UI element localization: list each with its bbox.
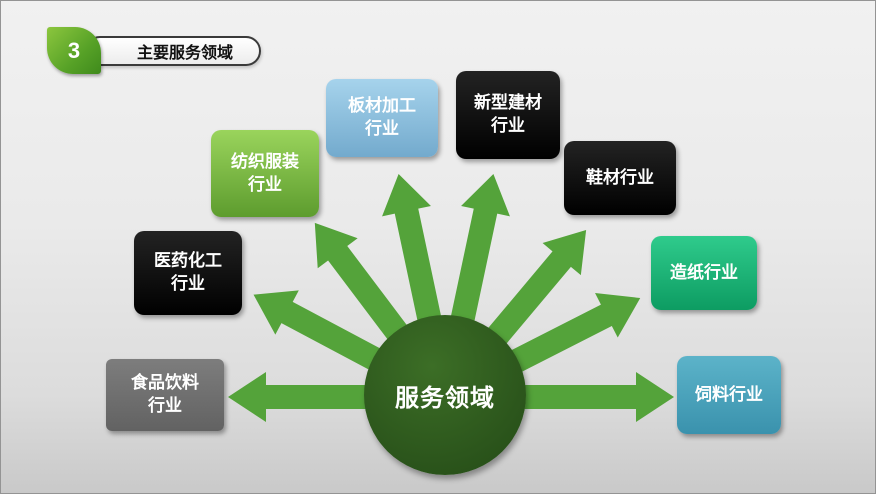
arrow-to-shoe-materials-icon xyxy=(486,230,587,345)
arrow-to-new-building-materials-icon xyxy=(450,173,510,324)
industry-box-papermaking: 造纸行业 xyxy=(651,236,757,310)
industry-label: 鞋材行业 xyxy=(586,167,654,187)
industry-box-board-processing: 板材加工 行业 xyxy=(326,79,438,157)
industry-label: 纺织服装 行业 xyxy=(231,151,299,194)
arrow-to-pharma-chemical-icon xyxy=(253,290,383,371)
industry-box-pharma-chemical: 医药化工 行业 xyxy=(134,231,242,315)
badge-number: 3 xyxy=(67,37,81,63)
industry-box-shoe-materials: 鞋材行业 xyxy=(564,141,676,215)
slide-title: 主要服务领域 xyxy=(136,45,233,62)
center-label: 服务领域 xyxy=(395,384,495,412)
center-service-circle: 服务领域 xyxy=(364,315,526,475)
arrow-to-feed-icon xyxy=(524,372,674,422)
industry-label: 新型建材 行业 xyxy=(474,93,542,135)
arrow-to-papermaking-icon xyxy=(510,293,641,373)
arrow-to-food-beverage-icon xyxy=(228,372,368,422)
arrow-to-board-processing-icon xyxy=(382,173,442,324)
industry-box-textile-apparel: 纺织服装 行业 xyxy=(211,130,319,217)
industry-label: 食品饮料 行业 xyxy=(131,373,199,415)
industry-box-food-beverage: 食品饮料 行业 xyxy=(106,359,224,431)
slide-title-pill: 主要服务领域 xyxy=(85,36,261,66)
industry-label: 医药化工 行业 xyxy=(154,251,222,293)
arrow-to-textile-apparel-icon xyxy=(314,222,409,342)
industry-box-feed: 饲料行业 xyxy=(677,356,781,434)
industry-label: 板材加工 行业 xyxy=(348,96,416,138)
leaf-badge-icon: 3 xyxy=(47,27,101,74)
industry-label: 饲料行业 xyxy=(695,384,763,404)
industry-box-new-building-materials: 新型建材 行业 xyxy=(456,71,560,159)
industry-label: 造纸行业 xyxy=(670,262,738,282)
